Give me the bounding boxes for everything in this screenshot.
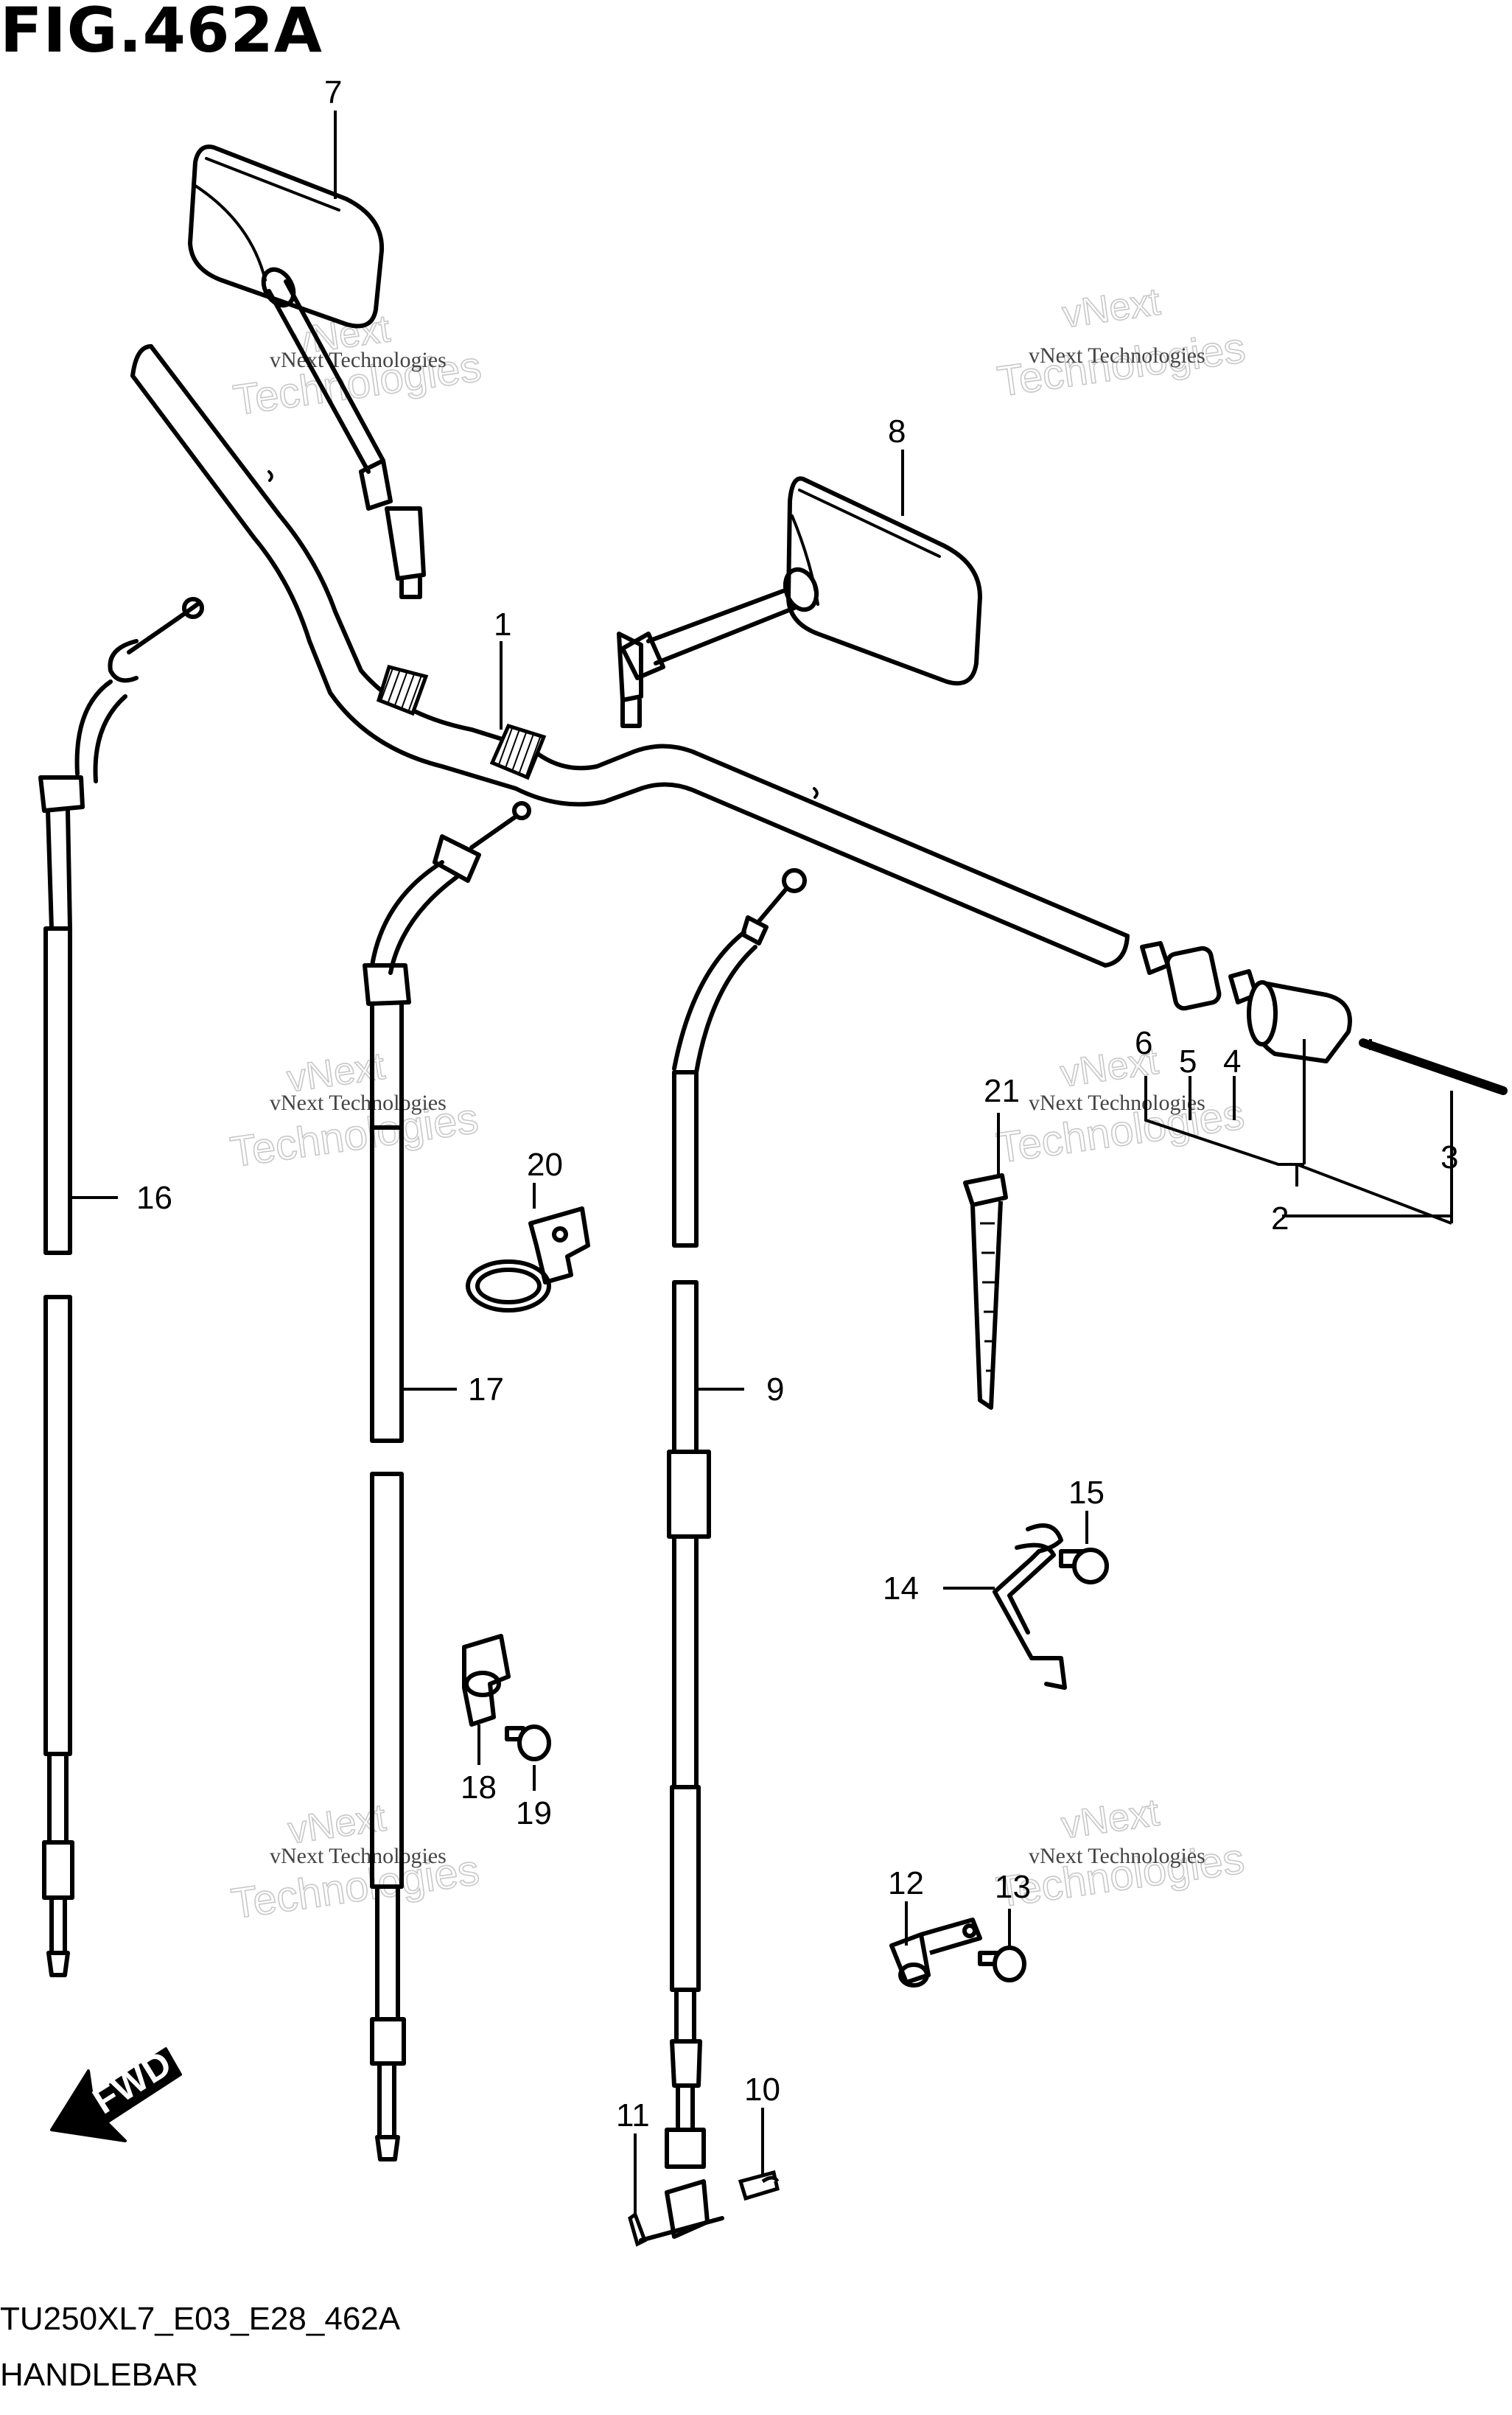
callout-18: 18 [461,1769,497,1806]
callout-1: 1 [494,607,511,643]
pin-11-part [628,2212,648,2247]
watermark-text: vNext Technologies [1029,1091,1205,1115]
cable-17-part [363,801,531,2161]
callout-17: 17 [468,1371,504,1408]
mirror-left-part [188,144,426,599]
clip-14-part [993,1523,1067,1690]
callout-20: 20 [527,1147,563,1183]
leader-lines [72,111,1453,2215]
callout-13: 13 [995,1869,1031,1905]
knurl-bands [376,664,547,780]
watermark-text: vNext Technologies [270,1844,447,1868]
watermark-text: vNext Technologies [270,1091,447,1115]
cable-9-part [639,868,807,2243]
callout-15: 15 [1068,1475,1105,1511]
bracket-18-part [462,1634,511,1727]
callout-14: 14 [883,1570,919,1607]
watermark-text: vNext Technologies [1029,1844,1205,1868]
callouts: 1 2 3 4 5 6 7 8 9 10 11 12 13 14 15 16 1… [136,74,1458,2133]
screw-10-part [738,2170,780,2201]
watermark-text: vNext [1059,1792,1162,1848]
callout-19: 19 [516,1795,552,1831]
callout-5: 5 [1179,1044,1197,1080]
figure-name: HANDLEBAR [0,2357,198,2393]
callout-6: 6 [1135,1025,1152,1061]
end-weight-parts [1140,941,1508,1095]
fig-title: FIG.462A [0,0,323,66]
callout-16: 16 [136,1180,172,1216]
watermark-text: vNext Technologies [1029,343,1205,368]
callout-7: 7 [324,74,342,111]
callout-12: 12 [888,1865,924,1901]
cable-tie-21-part [963,1173,1008,1410]
watermark-text: vNext Technologies [270,348,447,372]
callout-3: 3 [1441,1139,1458,1175]
callout-21: 21 [984,1073,1020,1109]
clamp-20-part [466,1206,590,1313]
watermark-text: vNext [1060,280,1163,336]
fwd-arrow: FWD [50,2043,182,2142]
callout-11: 11 [616,2097,650,2133]
figure-code: TU250XL7_E03_E28_462A [0,2301,401,2337]
clamp-12-part [889,1918,982,1988]
bolt-15-part [1059,1548,1109,1584]
handlebar-part [130,344,1130,968]
bolt-13-part [978,1946,1026,1982]
callout-8: 8 [888,413,906,450]
cable-16-part [38,597,204,1977]
callout-4: 4 [1223,1044,1241,1080]
callout-9: 9 [766,1371,784,1408]
mirror-right-part [617,476,982,728]
bolt-19-part [505,1724,551,1761]
callout-2: 2 [1271,1200,1289,1237]
callout-10: 10 [744,2072,780,2108]
